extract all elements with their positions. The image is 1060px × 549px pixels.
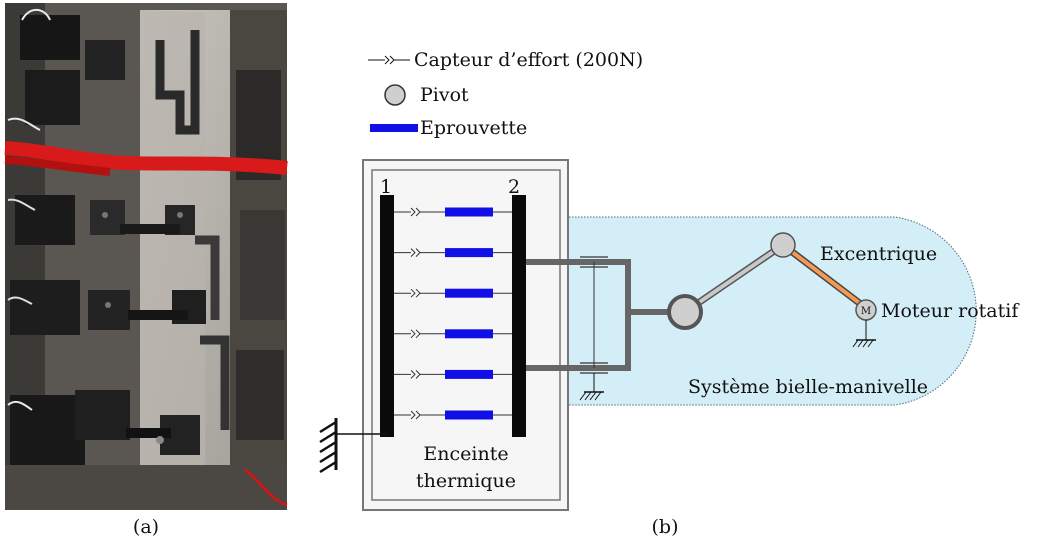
specimen-strip bbox=[445, 288, 493, 298]
ground-symbol-left bbox=[319, 418, 387, 474]
legend-sensor-symbol bbox=[368, 55, 410, 65]
pivot-slider bbox=[667, 294, 703, 330]
motor-label: Moteur rotatif bbox=[881, 300, 1020, 322]
bar-2-number: 2 bbox=[508, 176, 520, 198]
photo-strip bbox=[126, 428, 171, 438]
photo-strip bbox=[120, 224, 180, 234]
photo-grip-block bbox=[25, 70, 80, 125]
specimen-strip bbox=[445, 369, 493, 379]
slider-frame bbox=[526, 256, 670, 401]
system-label: Système bielle-manivelle bbox=[688, 376, 928, 398]
specimen-row bbox=[394, 207, 512, 217]
photo-part bbox=[236, 350, 284, 440]
photo-wire bbox=[21, 8, 51, 21]
force-sensor-symbol bbox=[410, 370, 416, 379]
photo-panel bbox=[4, 3, 288, 510]
specimen-strip bbox=[445, 248, 493, 258]
legend-sensor-label: Capteur d’effort (200N) bbox=[414, 49, 643, 71]
photo-clamp bbox=[90, 200, 125, 235]
fixed-bar-1 bbox=[380, 195, 394, 437]
photo-screw bbox=[156, 436, 164, 444]
chamber-label-line1: Enceinte bbox=[423, 443, 508, 465]
specimen-row bbox=[394, 369, 512, 379]
specimen-row bbox=[394, 248, 512, 258]
photo-part bbox=[240, 210, 285, 320]
photo-red-cable bbox=[4, 141, 288, 175]
specimen-rows bbox=[394, 207, 512, 420]
photo-bracket bbox=[195, 235, 220, 320]
photo-red-wire bbox=[244, 468, 288, 507]
motor-ground-symbol bbox=[852, 339, 876, 348]
panel-a-caption: (a) bbox=[133, 516, 159, 538]
motor-symbol-letter: M bbox=[861, 306, 871, 317]
photo-clamp bbox=[75, 390, 130, 440]
photo-wire bbox=[7, 198, 36, 211]
legend-pivot-label: Pivot bbox=[420, 84, 469, 106]
specimen-row bbox=[394, 288, 512, 298]
legend-specimen-symbol bbox=[370, 124, 418, 132]
specimen-strip bbox=[445, 329, 493, 339]
photo-strip bbox=[128, 310, 188, 320]
pivot-eccentric bbox=[770, 232, 796, 258]
bar-1-number: 1 bbox=[380, 176, 392, 198]
legend-pivot-symbol bbox=[384, 84, 406, 106]
force-sensor-symbol bbox=[410, 207, 416, 217]
legend: Capteur d’effort (200N) Pivot Eprouvette bbox=[368, 49, 643, 139]
photo-wire bbox=[7, 117, 41, 131]
specimen-strip bbox=[445, 410, 493, 420]
crank-mechanism: M bbox=[667, 232, 877, 348]
photo-screw bbox=[177, 212, 183, 218]
photo-clamp bbox=[85, 40, 125, 80]
photo-grip-block bbox=[10, 395, 85, 465]
specimen-strip bbox=[445, 207, 493, 217]
photo-bracket bbox=[155, 30, 200, 135]
photo-grip-block bbox=[20, 15, 80, 60]
photo-screw bbox=[102, 212, 108, 218]
force-sensor-symbol bbox=[410, 248, 416, 257]
photo-wire bbox=[7, 296, 33, 305]
force-sensor-symbol bbox=[410, 329, 416, 339]
chamber-label-line2: thermique bbox=[416, 470, 516, 492]
specimen-row bbox=[394, 329, 512, 339]
photo-red-cable bbox=[4, 156, 111, 176]
eccentric-label: Excentrique bbox=[820, 243, 937, 265]
photo-plate-shade bbox=[140, 10, 205, 510]
moving-bar-2 bbox=[512, 195, 526, 437]
photo-screw bbox=[105, 302, 111, 308]
force-sensor-symbol bbox=[410, 410, 416, 420]
connecting-rod bbox=[683, 243, 785, 314]
legend-specimen-label: Eprouvette bbox=[420, 117, 527, 139]
eccentric-arm bbox=[781, 243, 868, 310]
photo-grip-block bbox=[15, 195, 75, 245]
photo-bracket bbox=[200, 335, 230, 430]
panel-b-caption: (b) bbox=[652, 516, 679, 538]
photo-wire bbox=[7, 400, 33, 411]
specimen-row bbox=[394, 410, 512, 420]
system-zone bbox=[559, 216, 977, 406]
photo-base bbox=[5, 465, 287, 510]
photo-grip-block bbox=[10, 280, 80, 335]
force-sensor-symbol bbox=[410, 288, 416, 298]
photo-clamp bbox=[88, 290, 130, 330]
